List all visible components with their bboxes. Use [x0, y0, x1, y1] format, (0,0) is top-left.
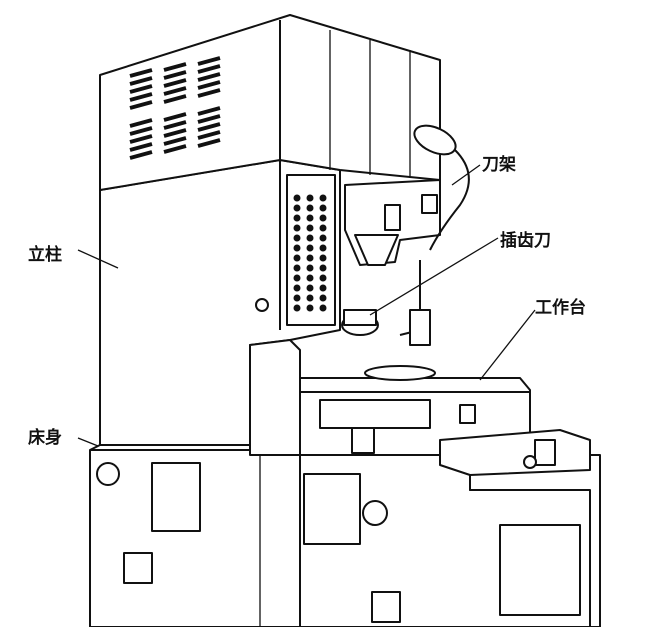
panel-button	[306, 214, 314, 222]
panel-button	[293, 214, 301, 222]
vent-slot	[163, 86, 187, 96]
panel-button	[293, 274, 301, 282]
vent-slot	[197, 88, 221, 98]
panel-button	[306, 274, 314, 282]
panel-button	[319, 234, 327, 242]
panel-button	[319, 244, 327, 252]
panel-button	[306, 304, 314, 312]
panel-button	[306, 234, 314, 242]
vent-slot	[197, 122, 221, 132]
vent-slot	[129, 84, 153, 94]
label-column: 立柱	[28, 245, 62, 265]
panel-button	[319, 254, 327, 262]
panel-button	[293, 284, 301, 292]
panel-button	[319, 294, 327, 302]
panel-button	[293, 194, 301, 202]
panel-button	[293, 244, 301, 252]
panel-button	[306, 294, 314, 302]
panel-button	[306, 264, 314, 272]
vent-slot	[129, 150, 153, 160]
panel-button	[306, 224, 314, 232]
vent-slot	[163, 70, 187, 80]
panel-button	[319, 204, 327, 212]
vent-slot	[163, 94, 187, 104]
vent-slot	[197, 56, 221, 66]
panel-button	[306, 194, 314, 202]
vent-slot	[129, 142, 153, 152]
panel-button	[293, 254, 301, 262]
panel-button	[319, 264, 327, 272]
upper-housing-drawing	[99, 14, 441, 191]
tool-head-drawing	[341, 124, 470, 346]
panel-button	[319, 274, 327, 282]
panel-button	[319, 284, 327, 292]
panel-button	[293, 304, 301, 312]
vent-slot	[129, 68, 153, 78]
vent-slot	[163, 78, 187, 88]
vent-slot	[129, 100, 153, 110]
vent-slot	[163, 120, 187, 130]
vent-slot	[197, 138, 221, 148]
vent-slot	[163, 144, 187, 154]
panel-button	[306, 254, 314, 262]
bed-drawing	[89, 439, 601, 627]
vent-slot	[163, 62, 187, 72]
panel-button	[319, 194, 327, 202]
vent-slot	[129, 134, 153, 144]
panel-button	[319, 224, 327, 232]
panel-button	[293, 294, 301, 302]
label-shaper-cutter: 插齿刀	[500, 231, 551, 251]
vent-slot	[197, 64, 221, 74]
panel-button	[306, 284, 314, 292]
panel-button	[319, 304, 327, 312]
vent-slot	[163, 112, 187, 122]
label-worktable: 工作台	[535, 298, 586, 318]
leader-lines	[77, 164, 536, 447]
label-bed: 床身	[28, 428, 62, 448]
vent-slot	[129, 126, 153, 136]
panel-button	[293, 224, 301, 232]
panel-button	[319, 214, 327, 222]
worktable-drawing	[299, 365, 591, 476]
panel-button	[306, 244, 314, 252]
vent-slot	[197, 114, 221, 124]
vent-slot	[197, 80, 221, 90]
vent-slot	[197, 130, 221, 140]
vent-slot	[163, 136, 187, 146]
vent-slot	[129, 76, 153, 86]
column-drawing	[99, 159, 341, 456]
vent-slot	[197, 106, 221, 116]
panel-button	[306, 204, 314, 212]
panel-button	[293, 204, 301, 212]
panel-button	[293, 264, 301, 272]
vent-slot	[129, 92, 153, 102]
vent-slot	[197, 72, 221, 82]
vent-slot	[163, 128, 187, 138]
vent-slot	[129, 118, 153, 128]
panel-button	[293, 234, 301, 242]
label-tool-holder: 刀架	[482, 155, 516, 175]
